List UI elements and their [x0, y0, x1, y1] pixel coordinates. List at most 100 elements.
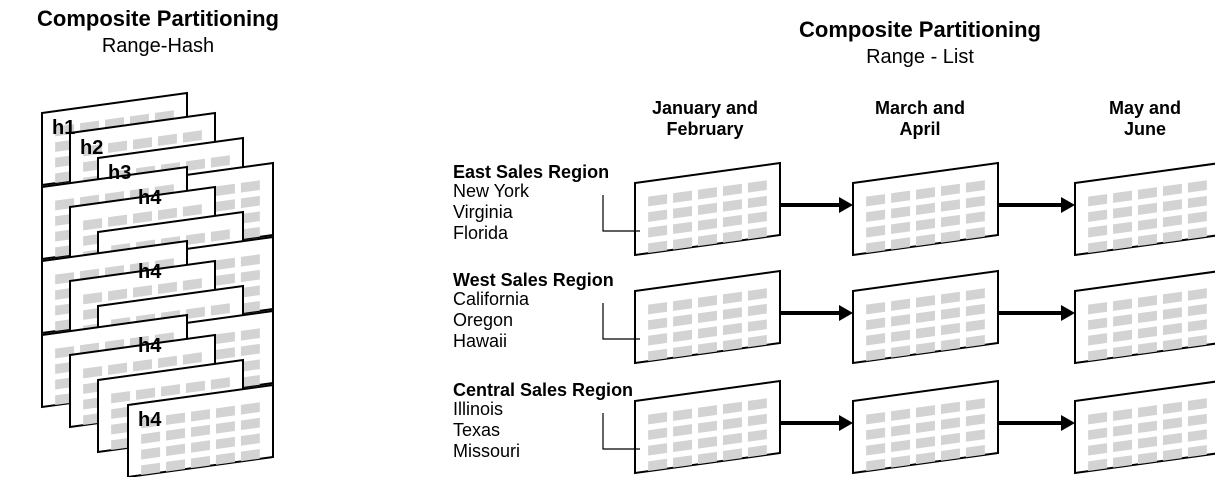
- partition-cell: [940, 432, 960, 446]
- partition-cell: [166, 459, 186, 472]
- partition-cell: [108, 288, 128, 301]
- range-list-subtitle: Range - List: [866, 46, 974, 68]
- partition-cell: [133, 285, 152, 298]
- partition-cell: [722, 291, 742, 305]
- partition-cell: [215, 257, 235, 271]
- partition-cell: [698, 233, 717, 247]
- partition-cell: [673, 455, 693, 468]
- partition-cell: [940, 183, 960, 197]
- arrow-head: [1061, 415, 1075, 431]
- partition-cell: [965, 319, 985, 332]
- partition-cell: [240, 359, 260, 372]
- partition-cell: [648, 302, 668, 315]
- partition-cell: [1187, 303, 1207, 317]
- hash-partition-label: h4: [138, 261, 162, 283]
- partition-cell: [722, 417, 742, 430]
- partition-cell: [1162, 183, 1182, 197]
- partition-cell: [240, 269, 260, 283]
- partition-cell: [747, 226, 767, 240]
- region-name: West Sales Region: [453, 270, 614, 290]
- partition-cell: [1088, 194, 1108, 207]
- partition-cell: [1113, 408, 1133, 421]
- partition-cell: [648, 427, 668, 440]
- partition-cell: [722, 307, 742, 320]
- partition-cell: [866, 194, 886, 207]
- partition-cell: [866, 240, 886, 254]
- partition-cell: [673, 190, 693, 203]
- partition-cell: [1162, 214, 1182, 228]
- partition-cell: [240, 402, 260, 415]
- partition-cell: [240, 180, 260, 193]
- partition-cell: [1088, 412, 1108, 425]
- partition-cell: [1113, 314, 1133, 327]
- hash-partition-label: h4: [138, 187, 162, 209]
- partition-cell: [240, 226, 260, 240]
- partition-cell: [866, 225, 886, 238]
- partition-cell: [916, 295, 935, 308]
- partition-cell: [182, 204, 202, 217]
- partition-cell: [210, 303, 230, 316]
- partition-cell: [866, 209, 886, 222]
- partition-cell: [648, 458, 668, 472]
- partition-cell: [965, 211, 985, 224]
- partition-cell: [1088, 427, 1108, 440]
- partition-cell: [1138, 187, 1157, 200]
- partition-cell: [210, 155, 230, 168]
- state-label: Florida: [453, 223, 509, 243]
- partition-cell: [891, 237, 911, 250]
- partition-cell: [866, 333, 886, 346]
- partition-cell: [108, 214, 128, 227]
- partition-cell: [240, 285, 260, 298]
- arrow-head: [839, 415, 853, 431]
- partition-cell: [747, 413, 767, 427]
- partition-cell: [108, 140, 128, 153]
- state-label: California: [453, 289, 530, 309]
- partition-cell: [916, 451, 935, 465]
- partition-cell: [916, 310, 935, 324]
- arrow-head: [839, 197, 853, 213]
- partition-cell: [157, 355, 177, 369]
- partition-cell: [1088, 240, 1108, 254]
- partition-cell: [1138, 451, 1157, 465]
- region-connector: [602, 303, 640, 340]
- partition-cell: [673, 298, 693, 311]
- partition-cell: [1113, 221, 1133, 235]
- partition-cell: [891, 424, 911, 437]
- hash-partition-label: h3: [108, 162, 132, 184]
- partition-cell: [722, 183, 742, 197]
- partition-cell: [1187, 195, 1207, 209]
- state-label: Oregon: [453, 310, 514, 330]
- partition-cell: [673, 329, 693, 343]
- partition-cell: [240, 417, 260, 431]
- partition-cell: [722, 432, 742, 446]
- partition-cell: [722, 199, 742, 212]
- partition-cell: [83, 218, 103, 231]
- region-central: Central Sales Region Illinois Texas Miss…: [453, 381, 633, 462]
- partition-cell: [1162, 448, 1182, 461]
- partition-cell: [965, 334, 985, 348]
- partition-cell: [698, 218, 717, 231]
- partition-cell: [891, 206, 911, 219]
- partition-cell: [891, 190, 911, 203]
- partition-cell: [240, 328, 260, 341]
- partition-cell: [133, 211, 152, 224]
- partition-cell: [1162, 417, 1182, 430]
- partition-cell: [698, 451, 717, 465]
- partition-cell: [891, 439, 911, 453]
- partition-cell: [673, 424, 693, 437]
- arrow-head: [1061, 305, 1075, 321]
- partition-cell: [215, 405, 235, 419]
- hash-partition-label: h4: [138, 409, 162, 431]
- partition-cell: [916, 420, 935, 434]
- partition-cell: [1162, 401, 1182, 415]
- partition-cell: [698, 436, 717, 449]
- partition-cell: [965, 303, 985, 317]
- partition-cell: [916, 326, 935, 339]
- partition-cell: [1187, 398, 1207, 411]
- partition-cell: [648, 209, 668, 222]
- partition-cell: [1113, 206, 1133, 219]
- partition-cell: [166, 443, 186, 457]
- partition-cell: [1138, 436, 1157, 449]
- partition-cell: [1088, 302, 1108, 315]
